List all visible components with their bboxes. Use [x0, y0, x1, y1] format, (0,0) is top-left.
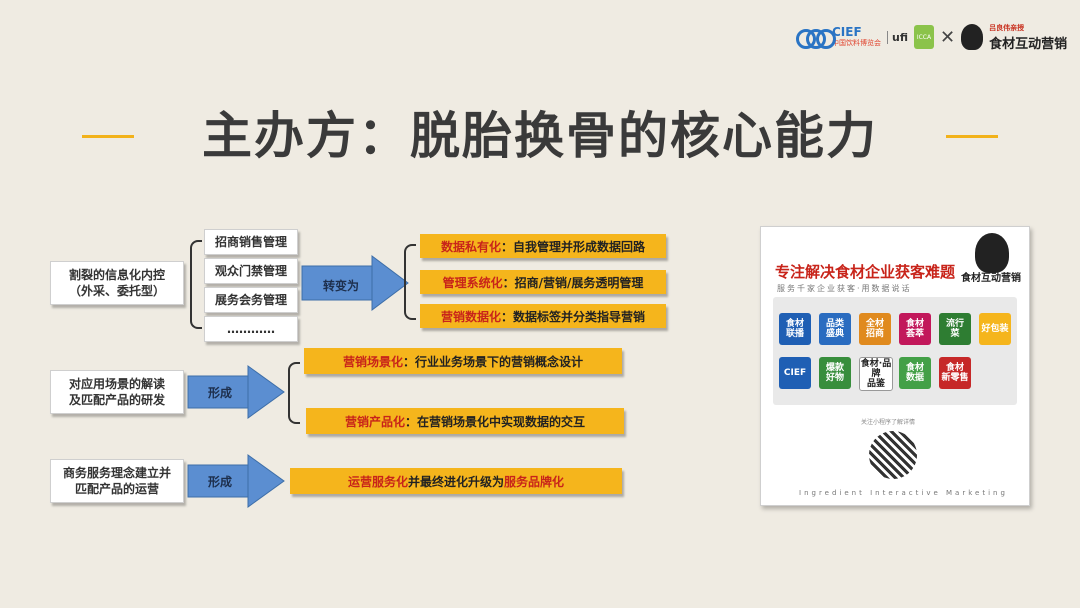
promo-tile: 全材 招商 — [859, 313, 891, 345]
result-1-text: ：自我管理并形成数据回路 — [501, 239, 646, 254]
promo-tile: 爆款 好物 — [819, 357, 851, 389]
qr-caption: 关注小程序了解详情 — [861, 419, 916, 426]
result-box-2: 管理系统化：招商/营销/展务透明管理 — [420, 270, 666, 294]
result-1-highlight: 数据私有化 — [440, 239, 501, 254]
source-box-2: 对应用场景的解读 及匹配产品的研发 — [50, 370, 184, 414]
promo-tile: 食材 荟萃 — [899, 313, 931, 345]
arrow-label-1: 转变为 — [322, 278, 359, 293]
result-box-1: 数据私有化：自我管理并形成数据回路 — [420, 234, 666, 258]
result-box-4: 营销场景化：行业业务场景下的营销概念设计 — [304, 348, 622, 374]
cief-text: CIEF — [832, 25, 862, 39]
result-6-text: 并最终进化升级为 — [407, 474, 504, 489]
panel-tile-area — [773, 297, 1017, 405]
item-box-1: 招商销售管理 — [204, 229, 298, 255]
arrow-label-3: 形成 — [207, 474, 232, 489]
bracket-1 — [190, 240, 202, 329]
item-box-4: ………… — [204, 316, 298, 342]
result-6-highlight: 运营服务化 — [347, 474, 408, 489]
item-box-3: 展务会务管理 — [204, 287, 298, 313]
cief-subtext: 中国饮料博览会 — [832, 39, 881, 47]
source-box-1: 割裂的信息化内控 （外采、委托型） — [50, 261, 184, 305]
panel-brand: 食材互动营销 — [961, 273, 1021, 284]
qr-code-icon — [869, 431, 917, 479]
result-5-highlight: 营销产品化 — [344, 414, 405, 429]
arrow-3 — [187, 454, 285, 508]
arrow-2 — [187, 365, 285, 419]
title-left-rule — [82, 135, 134, 138]
source-box-3: 商务服务理念建立并 匹配产品的运营 — [50, 459, 184, 503]
result-5-text: ：在营销场景化中实现数据的交互 — [405, 414, 586, 429]
bracket-3 — [288, 362, 300, 424]
promo-tile: 食材 新零售 — [939, 357, 971, 389]
panel-subline: 服务千家企业获客·用数据说话 — [777, 284, 912, 293]
result-3-text: ：数据标签并分类指导营销 — [501, 309, 646, 324]
result-2-text: ：招商/营销/展务透明管理 — [502, 275, 644, 290]
result-6-highlight2: 服务品牌化 — [504, 474, 565, 489]
header-logos: CIEF 中国饮料博览会 ufi ICCA ✕ 吕良伟亲授 食材互动营销 — [796, 18, 1067, 56]
promo-panel: 食材互动营销 专注解决食材企业获客难题 服务千家企业获客·用数据说话 食材 联播… — [760, 226, 1030, 506]
promo-tile: 品类 盛典 — [819, 313, 851, 345]
cief-rings-icon — [796, 25, 836, 49]
promo-tile: 食材 联播 — [779, 313, 811, 345]
panel-portrait-icon — [975, 233, 1009, 273]
result-box-3: 营销数据化：数据标签并分类指导营销 — [420, 304, 666, 328]
arrow-label-2: 形成 — [207, 385, 232, 400]
promo-tile: 好包装 — [979, 313, 1011, 345]
brand-name: 食材互动营销 — [989, 36, 1068, 52]
panel-footer: Ingredient Interactive Marketing — [799, 489, 1008, 497]
result-box-6: 运营服务化 并最终进化升级为 服务品牌化 — [290, 468, 622, 494]
result-4-highlight: 营销场景化 — [342, 354, 403, 369]
promo-tile: CIEF — [779, 357, 811, 389]
title-right-rule — [946, 135, 998, 138]
promo-tile: 食材 数据 — [899, 357, 931, 389]
founder-portrait-icon — [961, 24, 984, 50]
page-title: 主办方：脱胎换骨的核心能力 — [202, 107, 878, 165]
promo-tile: 食材·品牌 品鉴 — [859, 357, 893, 391]
cross-icon: ✕ — [939, 26, 956, 48]
bracket-2 — [404, 244, 416, 320]
icca-logo: ICCA — [913, 25, 934, 49]
panel-headline: 专注解决食材企业获客难题 — [775, 263, 956, 281]
result-box-5: 营销产品化：在营销场景化中实现数据的交互 — [306, 408, 624, 434]
promo-tile: 流行 菜 — [939, 313, 971, 345]
ufi-logo: ufi — [887, 30, 908, 44]
result-3-highlight: 营销数据化 — [440, 309, 501, 324]
item-box-2: 观众门禁管理 — [204, 258, 298, 284]
brand-tagline: 吕良伟亲授 — [989, 23, 1025, 32]
result-4-text: ：行业业务场景下的营销概念设计 — [403, 354, 584, 369]
result-2-highlight: 管理系统化 — [442, 275, 503, 290]
cief-logo: CIEF 中国饮料博览会 — [796, 25, 881, 49]
arrow-1 — [301, 255, 409, 311]
brand-logo: 吕良伟亲授 食材互动营销 — [989, 23, 1067, 52]
